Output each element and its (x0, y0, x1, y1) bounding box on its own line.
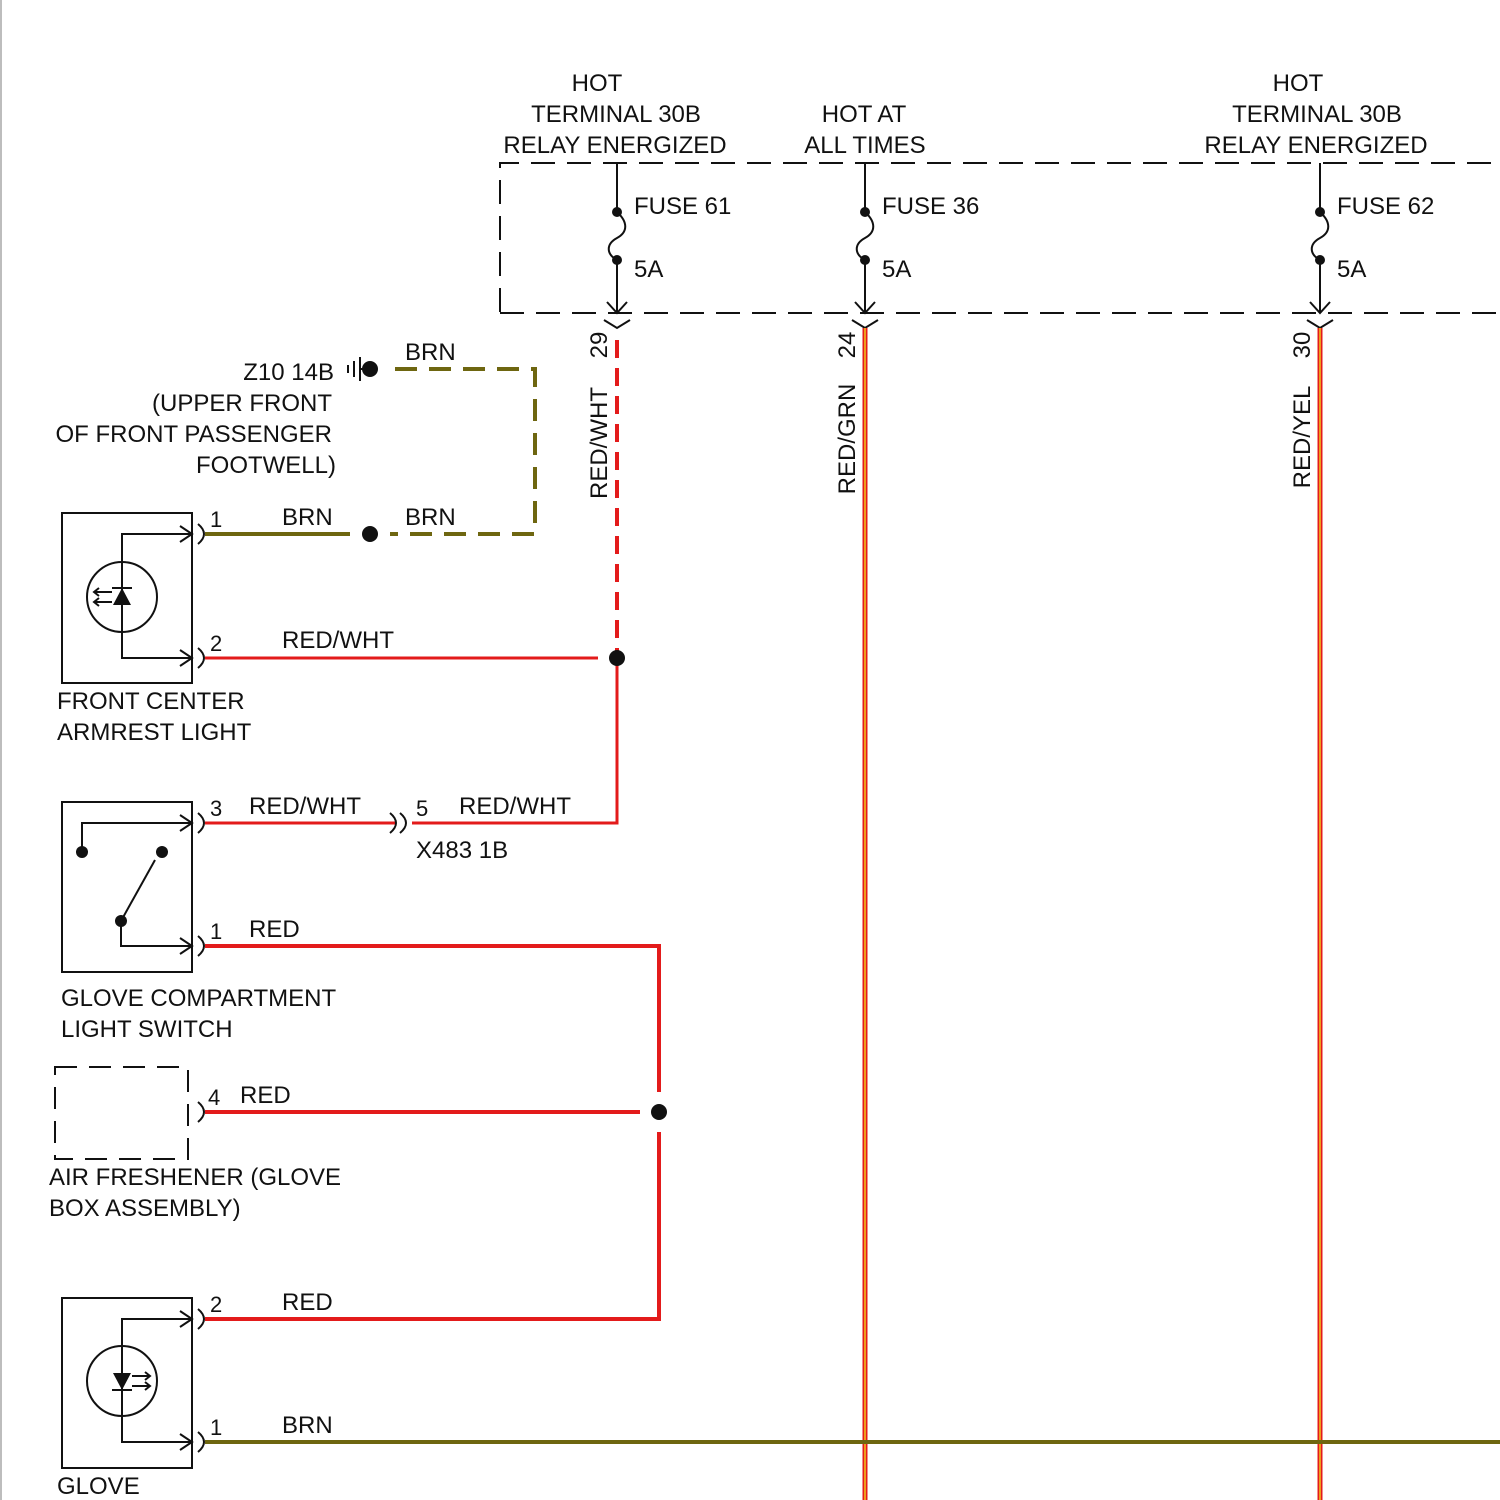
fuse-62-wire-color: RED/YEL (1289, 386, 1316, 489)
splice-red (651, 1104, 667, 1120)
armrest-light-name-line-2: ARMREST LIGHT (57, 719, 252, 746)
power-feed-left: HOT TERMINAL 30B RELAY ENERGIZED (503, 70, 726, 159)
glove-light-pin2-socket (198, 1309, 204, 1329)
glove-light-lead-1 (122, 1319, 192, 1381)
armrest-pin1-socket (198, 524, 204, 544)
glove-light-pin1-number: 1 (210, 1415, 222, 1440)
fuse-62-terminal-number: 30 (1289, 332, 1316, 359)
fuse-61-name: FUSE 61 (634, 193, 731, 220)
front-center-armrest-light: 1 BRN BRN 2 RED/WHT FRONT CENTER ARMREST… (57, 504, 456, 746)
fuse-62-rating: 5A (1337, 256, 1366, 283)
power-feed-right-line-1: HOT (1273, 70, 1324, 97)
power-feed-right: HOT TERMINAL 30B RELAY ENERGIZED (1204, 70, 1427, 159)
ground-wire-label: BRN (405, 339, 456, 366)
air-freshener-name-line-1: AIR FRESHENER (GLOVE (49, 1164, 341, 1191)
fuse-61-rating: 5A (634, 256, 663, 283)
fuse-61: FUSE 61 5A 29 RED/WHT (586, 163, 731, 499)
fuse-62: FUSE 62 5A 30 RED/YEL (1289, 163, 1434, 488)
splice-brn (362, 526, 378, 542)
armrest-splice-wire: BRN (405, 504, 456, 531)
glove-light-name: GLOVE (57, 1473, 140, 1500)
power-feed-mid-line-2: ALL TIMES (804, 132, 925, 159)
ground-z10-14b: Z10 14B (UPPER FRONT OF FRONT PASSENGER … (56, 339, 456, 479)
power-feed-mid-line-1: HOT AT (822, 101, 907, 128)
junction-brn-red-grn (863, 1440, 867, 1444)
armrest-pin2-socket (198, 648, 204, 668)
air-freshener-pin-number: 4 (208, 1085, 220, 1110)
fuse-62-element (1312, 212, 1329, 260)
fuse-36-wire-color: RED/GRN (834, 384, 861, 495)
glove-light-pin1-socket (198, 1432, 204, 1452)
fuse-61-terminal-number: 29 (586, 332, 613, 359)
armrest-pin2-wire: RED/WHT (282, 627, 394, 654)
air-freshener-name-line-2: BOX ASSEMBLY) (49, 1195, 241, 1222)
fuse-box-outline (500, 163, 1500, 312)
fuse-36-element (857, 212, 874, 260)
switch-pin1-wire: RED (249, 916, 300, 943)
glove-light-pin1-wire: BRN (282, 1412, 333, 1439)
fuse-62-terminal-socket (1307, 320, 1333, 328)
armrest-pin1-number: 1 (210, 507, 222, 532)
armrest-pin1-wire: BRN (282, 504, 333, 531)
switch-pin1-socket (198, 936, 204, 956)
glove-compartment-light-switch: 3 RED/WHT 1 RED GLOVE COMPARTMENT LIGHT … (61, 793, 361, 1043)
ground-location-line-2: OF FRONT PASSENGER (56, 421, 332, 448)
switch-pin3-socket (198, 813, 204, 833)
power-feed-left-line-1: HOT (572, 70, 623, 97)
x483-socket-2 (400, 813, 406, 833)
switch-pin3-number: 3 (210, 796, 222, 821)
air-freshener: 4 RED AIR FRESHENER (GLOVE BOX ASSEMBLY) (49, 1067, 341, 1222)
glove-led-triangle (113, 1373, 131, 1390)
wire-red-glove-light-pin2 (205, 1132, 659, 1319)
armrest-light-lead-1 (122, 534, 192, 597)
power-feed-left-line-3: RELAY ENERGIZED (503, 132, 726, 159)
ground-location-line-3: FOOTWELL) (196, 452, 336, 479)
fuse-62-name: FUSE 62 (1337, 193, 1434, 220)
glove-led-rays (132, 1372, 150, 1390)
air-freshener-box (55, 1067, 188, 1159)
glove-switch-name-line-1: GLOVE COMPARTMENT (61, 985, 336, 1012)
glove-light-pin2-wire: RED (282, 1289, 333, 1316)
wire-red-switch-pin1 (205, 946, 659, 1092)
glove-light-lead-2 (122, 1381, 192, 1442)
power-feed-right-line-3: RELAY ENERGIZED (1204, 132, 1427, 159)
x483-pin-number: 5 (416, 796, 428, 821)
switch-pin1-number: 1 (210, 919, 222, 944)
switch-lead-bottom (121, 921, 192, 946)
ground-location-line-1: (UPPER FRONT (152, 390, 332, 417)
ground-id: Z10 14B (243, 359, 334, 386)
power-feed-mid: HOT AT ALL TIMES (804, 101, 925, 159)
power-feed-right-line-2: TERMINAL 30B (1232, 101, 1402, 128)
armrest-led-triangle (113, 588, 131, 605)
switch-blade (121, 860, 155, 921)
splice-red-wht (609, 650, 625, 666)
air-freshener-wire: RED (240, 1082, 291, 1109)
fuse-36-rating: 5A (882, 256, 911, 283)
x483-id: X483 1B (416, 837, 508, 864)
x483-wire: RED/WHT (459, 793, 571, 820)
glove-switch-name-line-2: LIGHT SWITCH (61, 1016, 233, 1043)
fuse-61-element (609, 212, 626, 260)
armrest-light-name-line-1: FRONT CENTER (57, 688, 245, 715)
fuse-61-wire-color: RED/WHT (586, 387, 613, 499)
switch-lead-top (82, 823, 192, 852)
switch-contact-b (156, 846, 168, 858)
switch-pin3-wire: RED/WHT (249, 793, 361, 820)
fuse-36-terminal-socket (852, 320, 878, 328)
fuse-36-terminal-number: 24 (834, 332, 861, 359)
switch-contact-a (76, 846, 88, 858)
glove-light-pin2-number: 2 (210, 1292, 222, 1317)
fuse-61-terminal-socket (604, 320, 630, 328)
armrest-pin2-number: 2 (210, 631, 222, 656)
power-feed-left-line-2: TERMINAL 30B (531, 101, 701, 128)
armrest-light-lead-2 (122, 597, 192, 658)
fuse-36-name: FUSE 36 (882, 193, 979, 220)
armrest-led-rays (94, 588, 112, 606)
fuse-36: FUSE 36 5A 24 RED/GRN (834, 163, 979, 494)
air-freshener-pin-socket (198, 1102, 204, 1122)
